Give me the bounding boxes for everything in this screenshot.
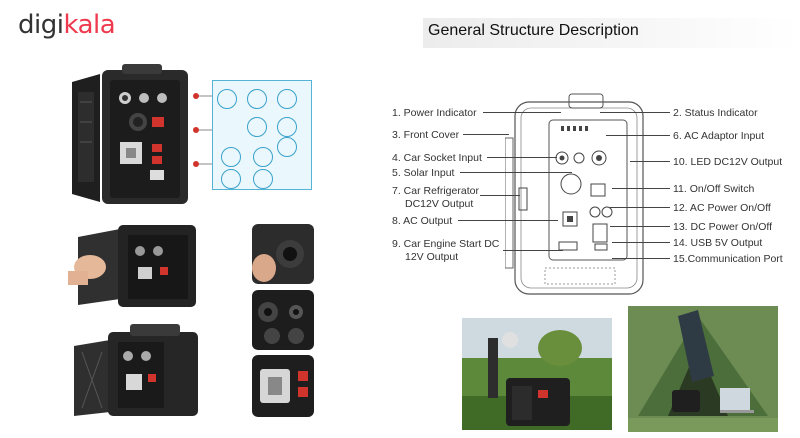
label-car-socket-input: 4. Car Socket Input xyxy=(392,152,482,164)
label-ac-power-on-off: 12. AC Power On/Off xyxy=(673,202,771,214)
leader-line xyxy=(487,157,557,158)
label-dc-power-on-off: 13. DC Power On/Off xyxy=(673,221,773,233)
label-led-dc12v-output: 10. LED DC12V Output xyxy=(673,156,783,168)
label-car-refrigerator-output: DC12V Output xyxy=(405,198,474,210)
leader-line xyxy=(503,250,563,251)
label-status-indicator: 2. Status Indicator xyxy=(673,107,758,119)
leader-line xyxy=(610,207,670,208)
label-power-indicator: 1. Power Indicator xyxy=(392,107,477,119)
leader-line xyxy=(463,134,509,135)
closeup-car-socket xyxy=(252,224,314,284)
leader-line xyxy=(630,161,670,162)
label-ac-adaptor-input: 6. AC Adaptor Input xyxy=(673,130,765,142)
camping-tent-photo xyxy=(628,306,778,432)
blueprint-panel xyxy=(212,80,312,190)
label-car-refrigerator: 7. Car Refrigerator xyxy=(392,185,479,197)
connector-dots xyxy=(193,93,212,167)
logo-prefix: digi xyxy=(18,10,64,40)
leader-line xyxy=(612,242,670,243)
label-car-engine-start-output: 12V Output xyxy=(405,251,459,263)
leader-line xyxy=(612,188,670,189)
leader-line xyxy=(460,172,572,173)
label-communication-port: 15.Communication Port xyxy=(673,253,783,265)
leader-line xyxy=(610,226,670,227)
leader-line xyxy=(612,258,670,259)
label-usb-5v-output: 14. USB 5V Output xyxy=(673,237,763,249)
leader-line xyxy=(458,220,558,221)
leader-line xyxy=(483,112,561,113)
leader-line xyxy=(606,135,670,136)
title-banner xyxy=(423,18,800,48)
product-photo-side xyxy=(70,322,200,422)
logo-suffix: kala xyxy=(63,10,116,40)
label-front-cover: 3. Front Cover xyxy=(392,129,460,141)
device-outline-drawing xyxy=(505,93,644,295)
page-title: General Structure Description xyxy=(428,22,639,39)
product-photo-hand-opening xyxy=(68,215,198,315)
label-solar-input: 5. Solar Input xyxy=(392,167,455,179)
leader-line xyxy=(600,112,670,113)
product-photo-open-cover xyxy=(70,62,190,207)
closeup-dc-ports xyxy=(252,290,314,350)
leader-line xyxy=(480,195,520,196)
digikala-logo[interactable]: digikala xyxy=(18,10,116,40)
closeup-ac-outlet xyxy=(252,355,314,417)
label-on-off-switch: 11. On/Off Switch xyxy=(673,183,755,195)
field-photo xyxy=(462,318,612,430)
label-ac-output: 8. AC Output xyxy=(392,215,453,227)
label-car-engine-start: 9. Car Engine Start DC xyxy=(392,238,500,250)
